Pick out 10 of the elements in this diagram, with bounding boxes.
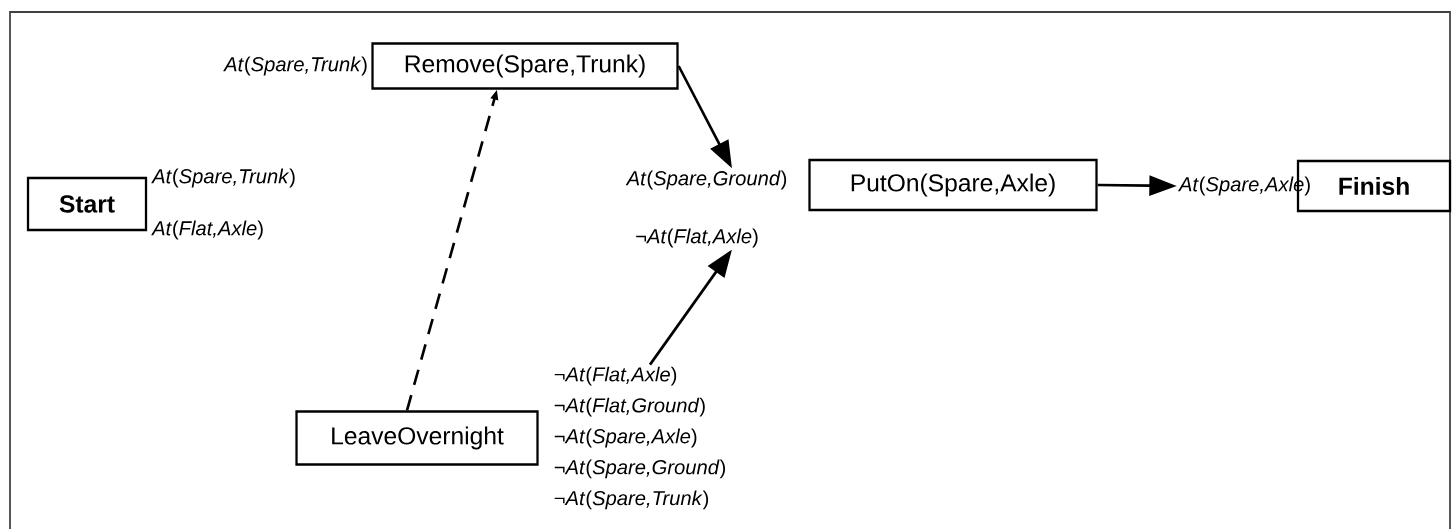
process-box: Remove(Spare,Trunk) (371, 42, 679, 90)
process-box: Start (26, 176, 148, 232)
process-box: LeaveOvernight (295, 410, 539, 466)
condition-text: At(Flat,Axle) (151, 220, 263, 240)
condition-text: ¬At(Flat,Axle) (636, 228, 758, 248)
process-box: PutOn(Spare,Axle) (808, 158, 1098, 212)
condition-text: At(Spare,Trunk) (223, 56, 367, 76)
condition-text: At(Spare,Ground) (625, 170, 787, 190)
condition-text: At(Spare,Trunk) (151, 168, 295, 188)
condition-list: ¬At(Flat,Axle) ¬At(Flat,Ground) ¬At(Spare,Axle) ¬At(Spare,Ground) ¬At(Spare,Trunk) (554, 366, 726, 510)
